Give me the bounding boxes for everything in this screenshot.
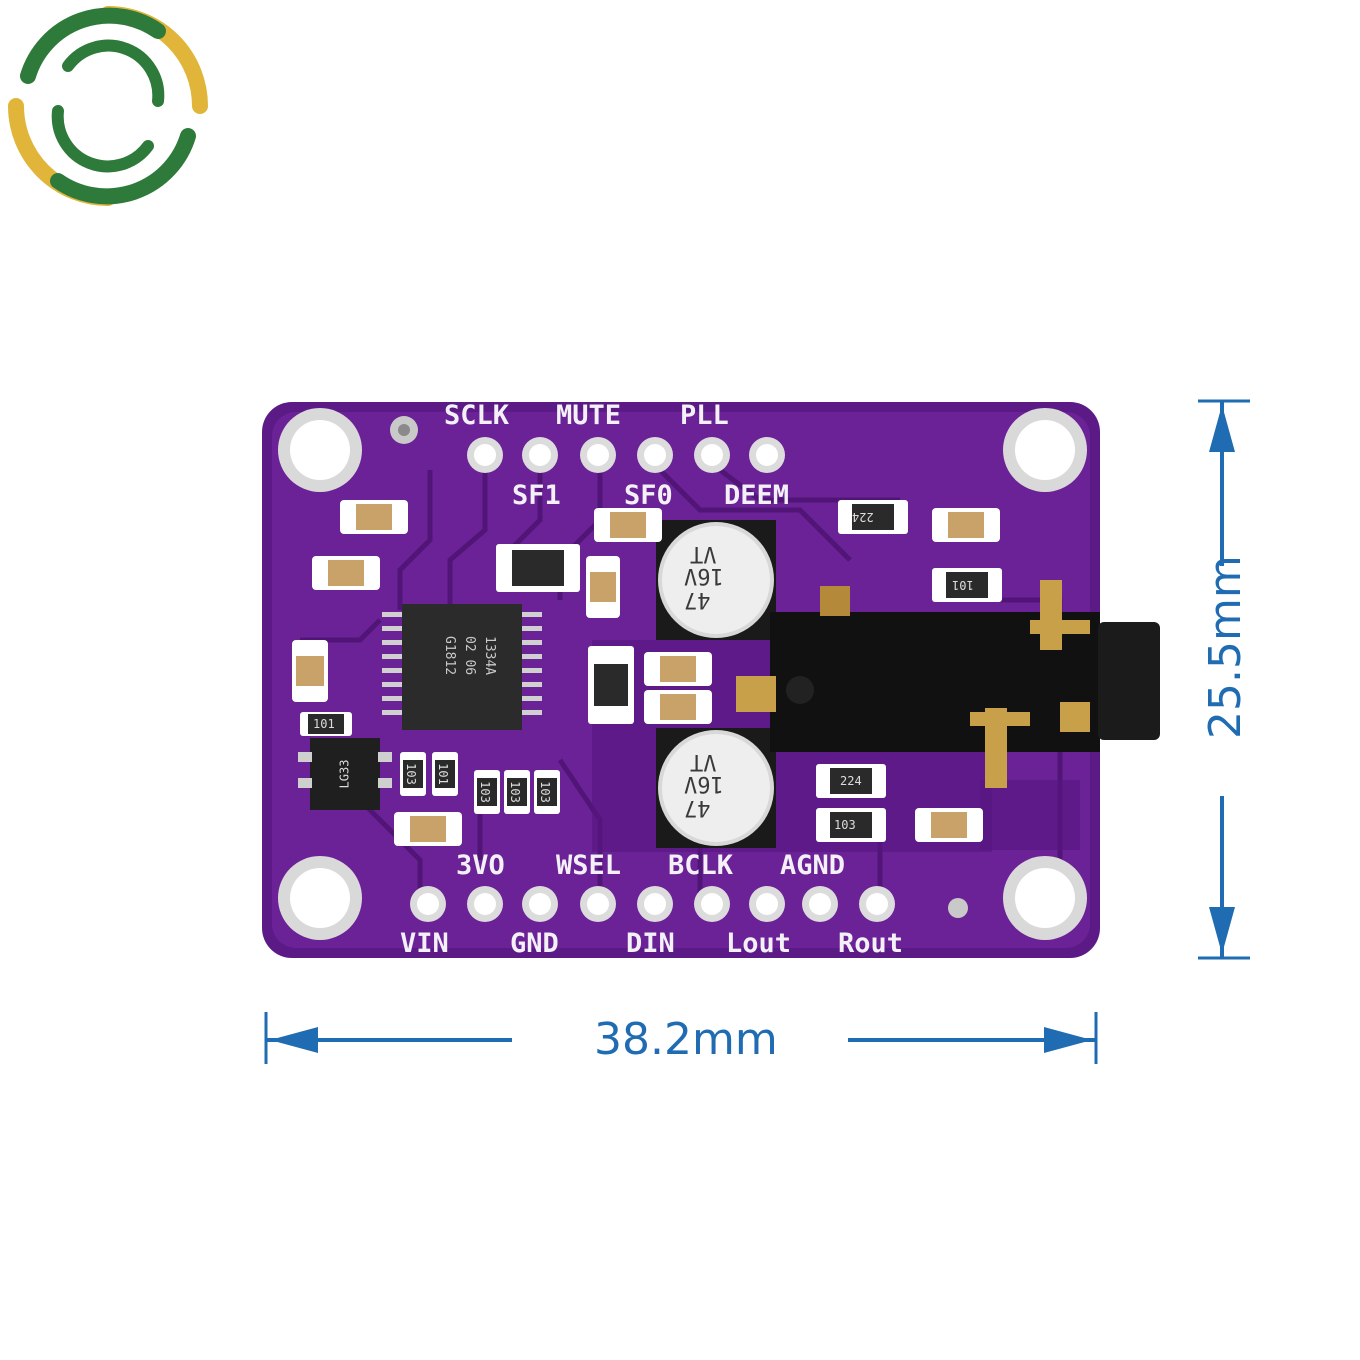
cap-voltage: 16V (684, 771, 724, 796)
resistor-marking: 101 (313, 717, 335, 731)
capacitor-lower (656, 728, 776, 848)
pin-label-sclk: SCLK (444, 400, 510, 431)
pin-label-vin: VIN (400, 928, 449, 959)
pin-label-deem: DEEM (724, 480, 790, 511)
pin-label-din: DIN (626, 928, 675, 959)
pin-label-pll: PLL (680, 400, 729, 431)
pin-label-gnd: GND (510, 928, 559, 959)
chip-marking: 1334A 02 06 G1812 (420, 628, 510, 718)
resistor-marking: 103 (834, 818, 856, 832)
inductor-upper-marking: 224 (852, 510, 874, 524)
width-dimension-label: 38.2mm (594, 1014, 778, 1065)
resistor-marking: 103 (477, 781, 492, 803)
pin-label-lout: Lout (726, 928, 792, 959)
mounting-holes (278, 408, 1087, 940)
capacitor-lower-marking: 47 16V VT (676, 748, 756, 828)
capacitor-upper (656, 520, 776, 640)
brand-logo (8, 6, 208, 206)
resistor-marking: 101 (952, 578, 974, 592)
smd-capacitors (292, 500, 1000, 846)
chip-marking-line: 02 06 (462, 636, 477, 676)
pin-label-bclk: BCLK (668, 850, 734, 881)
inductor-lower-marking: 224 (840, 774, 862, 788)
resistor-marking: 101 (435, 763, 450, 785)
dimension-lines (264, 399, 1250, 1064)
pin-label-sf0: SF0 (624, 480, 673, 511)
pin-label-mute: MUTE (556, 400, 622, 431)
cap-value: 47 (684, 795, 711, 820)
cap-series: VT (690, 749, 717, 774)
cap-value: 47 (684, 587, 711, 612)
pin-label-sf1: SF1 (512, 480, 561, 511)
chip-marking-line: G1812 (442, 636, 457, 676)
cap-voltage: 16V (684, 563, 724, 588)
regulator-marking: LG33 (337, 759, 352, 789)
resistor-marking: 103 (403, 763, 418, 785)
audio-jack (736, 580, 1160, 788)
resistor-marking: 103 (537, 781, 552, 803)
pin-label-3vo: 3VO (456, 850, 505, 881)
capacitor-upper-marking: 47 16V VT (676, 540, 756, 620)
pin-label-rout: Rout (838, 928, 904, 959)
voltage-regulator (298, 738, 392, 810)
resistor-marking: 103 (507, 781, 522, 803)
dac-chip (382, 604, 542, 730)
chip-marking-line: 1334A (482, 636, 497, 676)
height-dimension-label: 25.5mm (1200, 555, 1251, 739)
pin-label-wsel: WSEL (556, 850, 622, 881)
cap-series: VT (690, 541, 717, 566)
smd-resistors (300, 500, 1002, 842)
pin-label-agnd: AGND (780, 850, 846, 881)
